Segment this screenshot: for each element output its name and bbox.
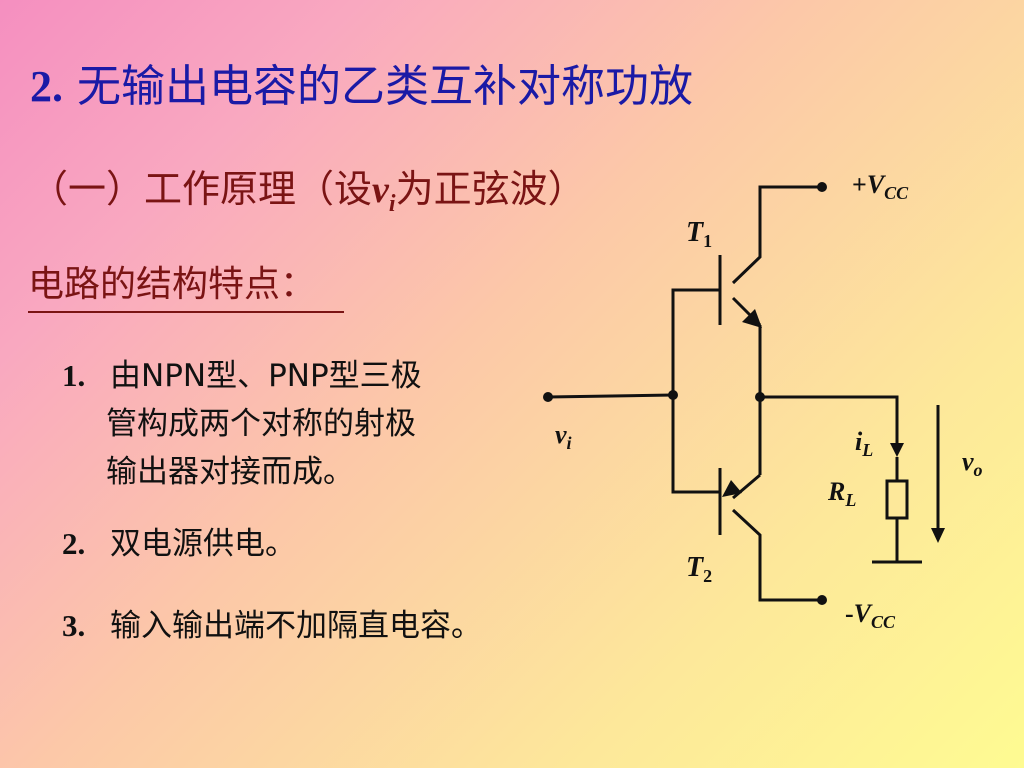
input-terminal [543, 392, 553, 402]
list-item: 3. 输入输出端不加隔直电容。 [62, 602, 482, 650]
t2-emitter-arrow [722, 480, 742, 497]
output-wire [760, 395, 899, 450]
vcc-pos-terminal [817, 182, 827, 192]
item-number: 1. [62, 358, 86, 393]
vcc-neg-label: -VCC [845, 599, 896, 632]
t1-emitter-arrow [742, 309, 762, 328]
item-line: 管构成两个对称的射极 [106, 406, 416, 442]
title-text: 无输出电容的乙类互补对称功放 [77, 61, 693, 112]
list-item: 1. 由NPN型、PNP型三极 管构成两个对称的射极 输出器对接而成。 [62, 352, 422, 496]
vo-label: vo [962, 447, 983, 480]
base-junction [668, 390, 678, 400]
vcc-neg-terminal [817, 595, 827, 605]
structure-heading: 电路的结构特点： [28, 255, 345, 313]
item-line: 由NPN型、PNP型三极 [110, 358, 422, 394]
t1-label: T1 [686, 217, 712, 251]
subtitle-prefix: （一）工作原理（设 [30, 167, 373, 211]
item-line: 输出器对接而成。 [106, 454, 354, 490]
page-title: 2. 无输出电容的乙类互补对称功放 [30, 50, 693, 114]
vcc-pos-label: +VCC [852, 170, 909, 203]
item-number: 3. [62, 608, 86, 643]
load-resistor [885, 479, 909, 520]
il-label: iL [855, 427, 873, 460]
section-subtitle: （一）工作原理（设vi为正弦波） [30, 158, 586, 218]
vcc-neg-wire [731, 508, 820, 602]
subtitle-var: v [372, 169, 389, 211]
rl-label: RL [827, 477, 856, 510]
list-item: 2. 双电源供电。 [62, 520, 296, 568]
vi-label: vi [555, 420, 572, 453]
t2-emitter [732, 473, 761, 500]
t2-label: T2 [686, 552, 712, 586]
title-number: 2. [30, 62, 63, 111]
item-text: 输入输出端不加隔直电容。 [110, 608, 482, 644]
item-number: 2. [62, 526, 86, 561]
base-bus-top [671, 288, 720, 494]
subtitle-var-sub: i [388, 190, 396, 217]
subtitle-suffix: 为正弦波） [395, 167, 586, 211]
input-wire [547, 393, 674, 399]
vcc-pos-wire [731, 185, 820, 285]
il-arrow [890, 443, 904, 457]
vo-arrow [931, 528, 945, 543]
emitter-junction [755, 392, 765, 402]
item-text: 双电源供电。 [110, 526, 296, 562]
